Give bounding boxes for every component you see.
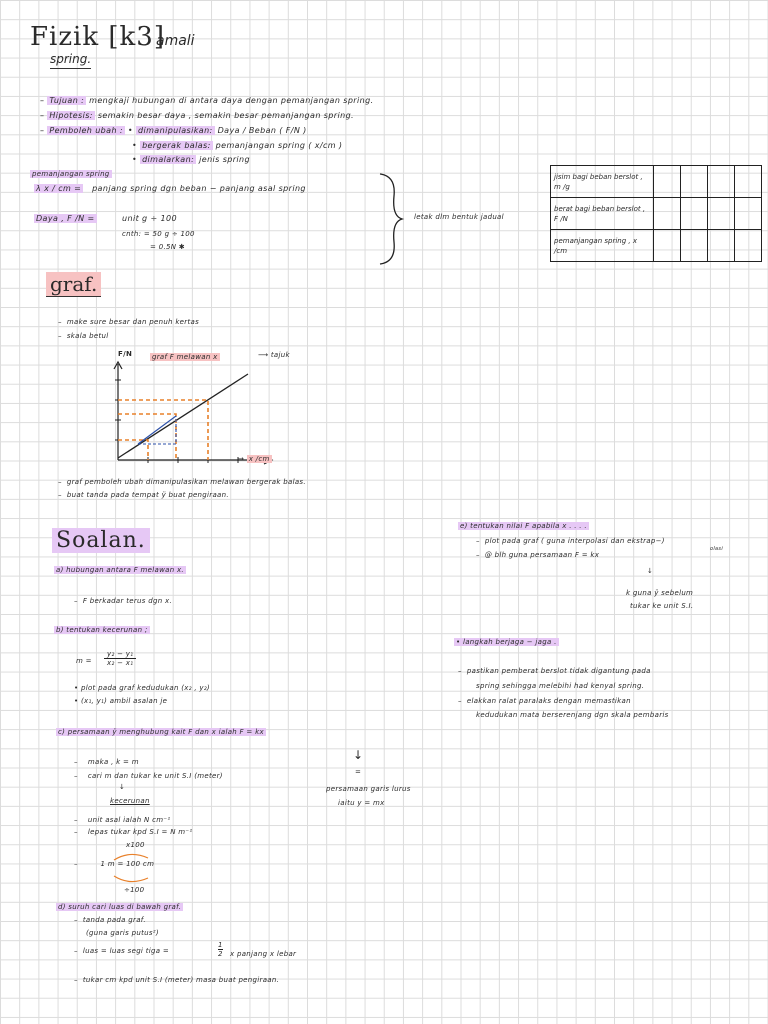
curly-brace-icon xyxy=(379,173,405,265)
question-d-label: d) suruh cari luas di bawah graf. xyxy=(56,903,184,911)
question-d-line1: – tanda pada graf. xyxy=(74,916,146,924)
formula-m: m = xyxy=(76,657,92,665)
graph-x-label: → x /cm xyxy=(238,455,272,463)
table-row-label: jisim bagi beban berslot , m /g xyxy=(550,165,654,198)
gradient-fraction: y₂ − y₁ x₂ − x₁ xyxy=(104,650,137,667)
graf-heading: graf. xyxy=(46,272,102,297)
arrow-down-icon: ↓ xyxy=(353,748,364,762)
question-e-note1: k guna ÿ sebelum xyxy=(626,589,694,597)
question-b-note1: • plot pada graf kedudukan (x₂ , y₂) xyxy=(74,684,210,692)
table-row: jisim bagi beban berslot , m /g xyxy=(550,165,762,198)
langkah-1a: – pastikan pemberat berslot tidak digant… xyxy=(458,667,651,675)
bergerak-line: • bergerak balas: pemanjangan spring ( x… xyxy=(132,141,343,150)
question-c-conv: – 1 m = 100 cm xyxy=(74,860,155,868)
page-title: Fizik [k3] xyxy=(30,22,165,52)
kecerunan-label: kecerunan xyxy=(110,797,150,805)
langkah-1b: spring sehingga melebihi had kenyal spri… xyxy=(476,682,645,690)
lambda-line: λ x / cm = panjang spring dgn beban − pa… xyxy=(34,184,306,193)
arrow-right-icon: → xyxy=(238,455,245,463)
equals-sign: = xyxy=(355,768,362,776)
graf-note1: – graf pemboleh ubah dimanipulasikan mel… xyxy=(58,478,306,486)
page-subtitle: spring. xyxy=(50,52,92,69)
tujuan-line: – Tujuan : mengkaji hubungan di antara d… xyxy=(40,96,374,105)
data-table: jisim bagi beban berslot , m /g berat ba… xyxy=(550,165,762,262)
persamaan-line1: persamaan garis lurus xyxy=(326,785,411,793)
table-row: berat bagi beban berslot , F /N xyxy=(550,197,762,230)
y-axis-arrow-icon xyxy=(113,360,123,370)
graph-tajuk: ⟶ tajuk xyxy=(258,351,290,359)
x100-label: x100 xyxy=(126,841,145,849)
question-a-label: a) hubungan antara F melawan x. xyxy=(54,566,186,574)
soalan-heading: Soalan. xyxy=(52,528,150,553)
title-k3: [k3] xyxy=(108,22,165,52)
brace-note: letak dlm bentuk jadual xyxy=(414,213,504,221)
question-e-line2: – @ blh guna persamaan F = kx xyxy=(476,551,600,559)
conversion-arrows-icon xyxy=(113,853,149,883)
question-d-line2-suffix: x panjang x lebar xyxy=(230,950,297,958)
question-c-line2: – cari m dan tukar ke unit S.I (meter) xyxy=(74,772,223,780)
question-d-line3: – tukar cm kpd unit S.I (meter) masa bua… xyxy=(74,976,280,984)
star-icon: ✱ xyxy=(178,243,185,251)
table-row-label: berat bagi beban berslot , F /N xyxy=(550,197,654,230)
arrow-down-icon: ↓ xyxy=(119,783,126,791)
div100-label: ÷100 xyxy=(124,886,145,894)
graph-y-label: F/N xyxy=(118,350,133,358)
graf-note2: – buat tanda pada tempat ÿ buat pengiraa… xyxy=(58,491,229,499)
question-e-note2: tukar ke unit S.I. xyxy=(630,602,694,610)
question-c-line1: – maka , k = m xyxy=(74,758,139,766)
arrow-right-icon: ⟶ xyxy=(258,351,269,359)
table-row: pemanjangan spring , x /cm xyxy=(550,229,762,262)
daya-line: Daya , F /N = xyxy=(34,214,97,223)
question-c-line4: – lepas tukar kpd S.I = N m⁻¹ xyxy=(74,828,193,836)
langkah-2a: – elakkan ralat paralaks dengan memastik… xyxy=(458,697,631,705)
title-fizik: Fizik xyxy=(30,22,100,52)
daya-unit: unit g ÷ 100 xyxy=(122,214,177,223)
question-c-line3: – unit asal ialah N cm⁻¹ xyxy=(74,816,171,824)
half-fraction: 1 2 xyxy=(218,941,223,958)
pemboleh-line: – Pemboleh ubah : • dimanipulasikan: Day… xyxy=(40,126,307,135)
question-b-label: b) tentukan kecerunan ; xyxy=(54,626,150,634)
question-d-line2: – luas = luas segi tiga = xyxy=(74,947,170,955)
question-a-answer: – F berkadar terus dgn x. xyxy=(74,597,172,605)
langkah-2b: kedudukan mata berserenjang dgn skala pe… xyxy=(476,711,669,719)
question-e-line1: – plot pada graf ( guna interpolasi dan … xyxy=(476,537,665,545)
daya-example: cnth: = 50 g ÷ 100 xyxy=(122,230,195,238)
title-amali: amali xyxy=(156,33,195,49)
question-d-line1b: (guna garis putus²) xyxy=(86,929,159,937)
dimalarkan-line: • dimalarkan: jenis spring xyxy=(132,155,250,164)
question-e-label: e) tentukan nilai F apabila x . . . . xyxy=(458,522,589,530)
question-b-note2: • (x₁, y₁) ambil asalan je xyxy=(74,697,168,705)
graph-sketch xyxy=(113,360,274,465)
persamaan-line2: iaitu y = mx xyxy=(338,799,385,807)
best-fit-line xyxy=(117,373,249,459)
hipotesis-line: – Hipotesis: semakin besar daya , semaki… xyxy=(40,111,354,120)
question-e-line1-small: olasi xyxy=(710,546,724,552)
graph-title: graf F melawan x xyxy=(150,353,220,361)
graf-tip2: – skala betul xyxy=(58,332,109,340)
question-c-label: c) persamaan ÿ menghubung kait F dan x i… xyxy=(56,728,266,736)
pemanjangan-label: pemanjangan spring xyxy=(30,170,112,178)
langkah-label: • langkah berjaga − jaga . xyxy=(454,638,559,646)
graf-tip1: – make sure besar dan penuh kertas xyxy=(58,318,200,326)
arrow-down-icon: ↓ xyxy=(647,567,654,575)
table-row-label: pemanjangan spring , x /cm xyxy=(550,229,654,262)
daya-result: = 0.5N ✱ xyxy=(150,243,185,251)
